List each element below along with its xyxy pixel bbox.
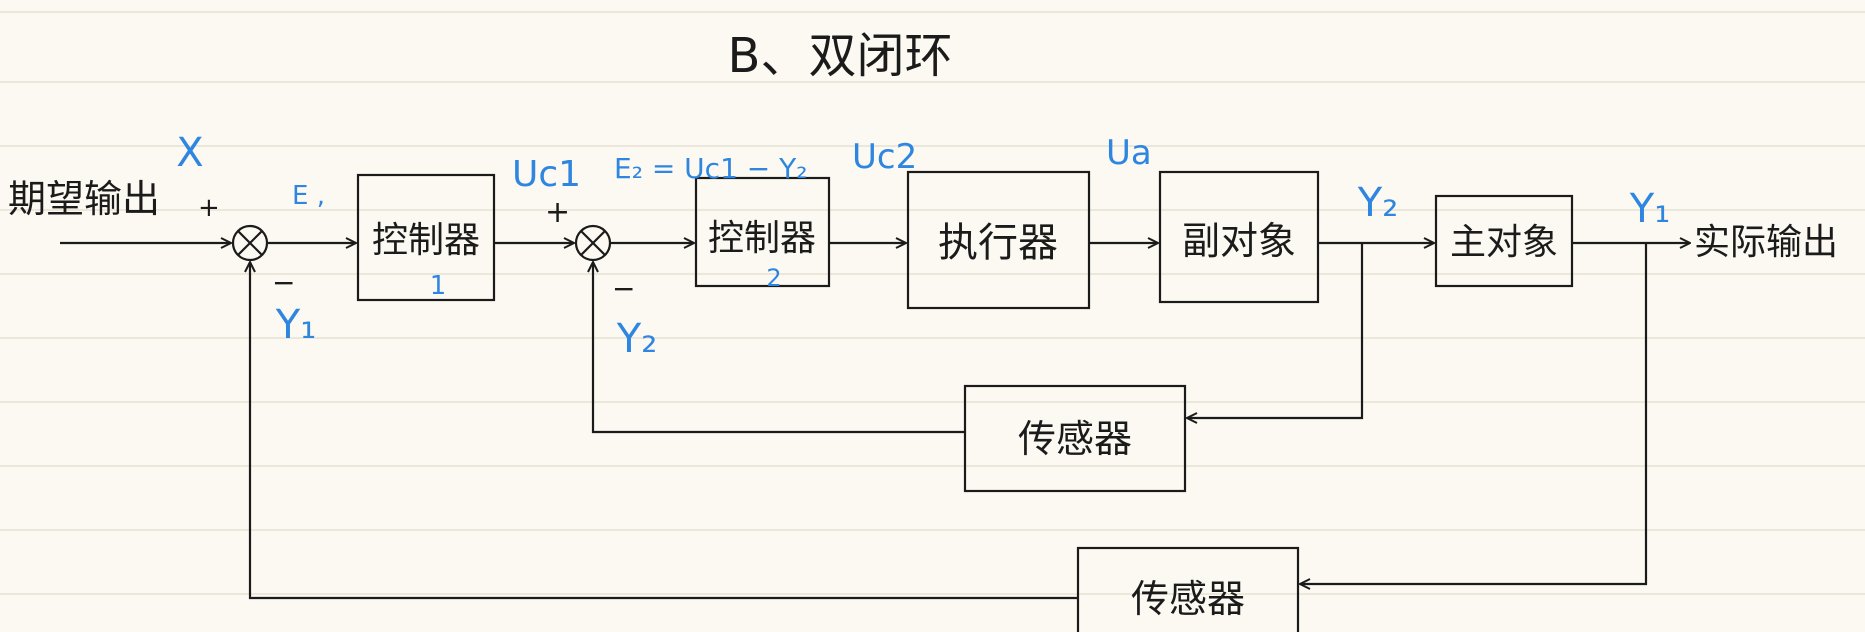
inner-feedback-loop [593, 243, 1364, 434]
signal-e2: E₂ = Uc1 − Y₂ [614, 152, 807, 185]
signal-y1-feedback: Y₁ [275, 302, 316, 348]
summing-junction-2 [574, 224, 612, 262]
signal-uc2: Uc2 [852, 137, 917, 177]
secondary-plant-block [1158, 170, 1320, 304]
output-label: 实际输出 [1694, 222, 1838, 263]
controller-1-label: 控制器 [372, 220, 480, 261]
signal-x: X [176, 130, 203, 176]
actuator-label: 执行器 [938, 220, 1058, 266]
secondary-plant-label: 副对象 [1182, 219, 1296, 263]
sum1-minus-sign: − [272, 266, 295, 299]
signal-y1: Y₁ [1629, 186, 1670, 232]
primary-plant-label: 主对象 [1450, 222, 1558, 263]
sum1-plus-sign: + [198, 193, 220, 223]
input-label: 期望输出 [8, 177, 160, 221]
controller-1-number: 1 [430, 271, 447, 301]
diagram-title: B、双闭环 [728, 28, 953, 84]
inner-sensor-block [963, 384, 1187, 493]
signal-uc1: Uc1 [512, 154, 581, 195]
controller-2-block [694, 176, 831, 288]
signal-e1: E , [292, 181, 325, 211]
signal-y2-feedback: Y₂ [616, 316, 657, 362]
summing-junction-1 [231, 224, 269, 262]
signal-ua: Ua [1106, 133, 1152, 173]
outer-sensor-block [1076, 546, 1300, 632]
outer-sensor-label: 传感器 [1131, 577, 1245, 621]
outer-feedback-loop [250, 243, 1648, 600]
actuator-block [906, 170, 1091, 310]
signal-y2: Y₂ [1357, 180, 1398, 226]
sum2-minus-sign: − [612, 272, 635, 305]
controller-2-label: 控制器 [708, 218, 816, 259]
controller-2-number: 2 [766, 264, 781, 292]
inner-sensor-label: 传感器 [1018, 417, 1132, 461]
controller-1-block [356, 173, 496, 302]
paper-lines [0, 11, 1865, 595]
primary-plant-block [1434, 194, 1574, 288]
sum2-plus-sign: + [545, 195, 570, 230]
